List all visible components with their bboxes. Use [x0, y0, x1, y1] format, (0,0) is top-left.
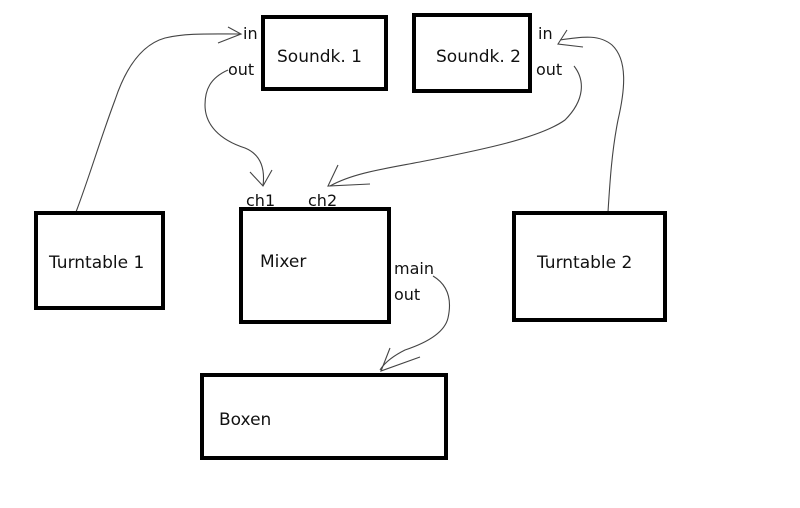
mixer-ch2-port: ch2 [308, 191, 338, 210]
turntable1-label: Turntable 1 [49, 253, 145, 273]
boxen-box[interactable]: Boxen [200, 373, 448, 460]
turntable2-box[interactable]: Turntable 2 [512, 211, 667, 322]
arrowhead-mixer-ch2 [327, 164, 371, 187]
mixer-main-out-port-line1: main [394, 259, 434, 278]
mixer-ch1-port: ch1 [246, 191, 276, 210]
arrowhead-soundcard1-in [217, 26, 243, 44]
boxen-label: Boxen [219, 410, 272, 430]
soundcard1-in-port: in [243, 24, 258, 43]
turntable1-box[interactable]: Turntable 1 [34, 211, 165, 310]
turntable2-label: Turntable 2 [537, 253, 633, 273]
edge-turntable1-to-soundcard1-in [75, 33, 241, 213]
soundcard2-box[interactable]: Soundk. 2 [412, 13, 532, 93]
soundcard2-out-port: out [536, 60, 563, 79]
arrowhead-mixer-ch1 [249, 169, 273, 187]
soundcard1-out-port: out [228, 60, 255, 79]
edge-soundcard1-out-to-mixer-ch1 [204, 69, 265, 187]
soundcard2-in-port: in [538, 24, 553, 43]
mixer-box[interactable]: Mixer [239, 207, 391, 324]
arrowhead-soundcard2-in [557, 29, 584, 48]
mixer-main-out-port-line2: out [394, 285, 421, 304]
arrowhead-boxen [380, 347, 421, 372]
edge-turntable2-to-soundcard2-in [559, 36, 625, 213]
soundcard1-label: Soundk. 1 [277, 47, 362, 67]
soundcard1-box[interactable]: Soundk. 1 [261, 15, 388, 91]
soundcard2-label: Soundk. 2 [436, 47, 521, 67]
mixer-label: Mixer [260, 252, 307, 272]
